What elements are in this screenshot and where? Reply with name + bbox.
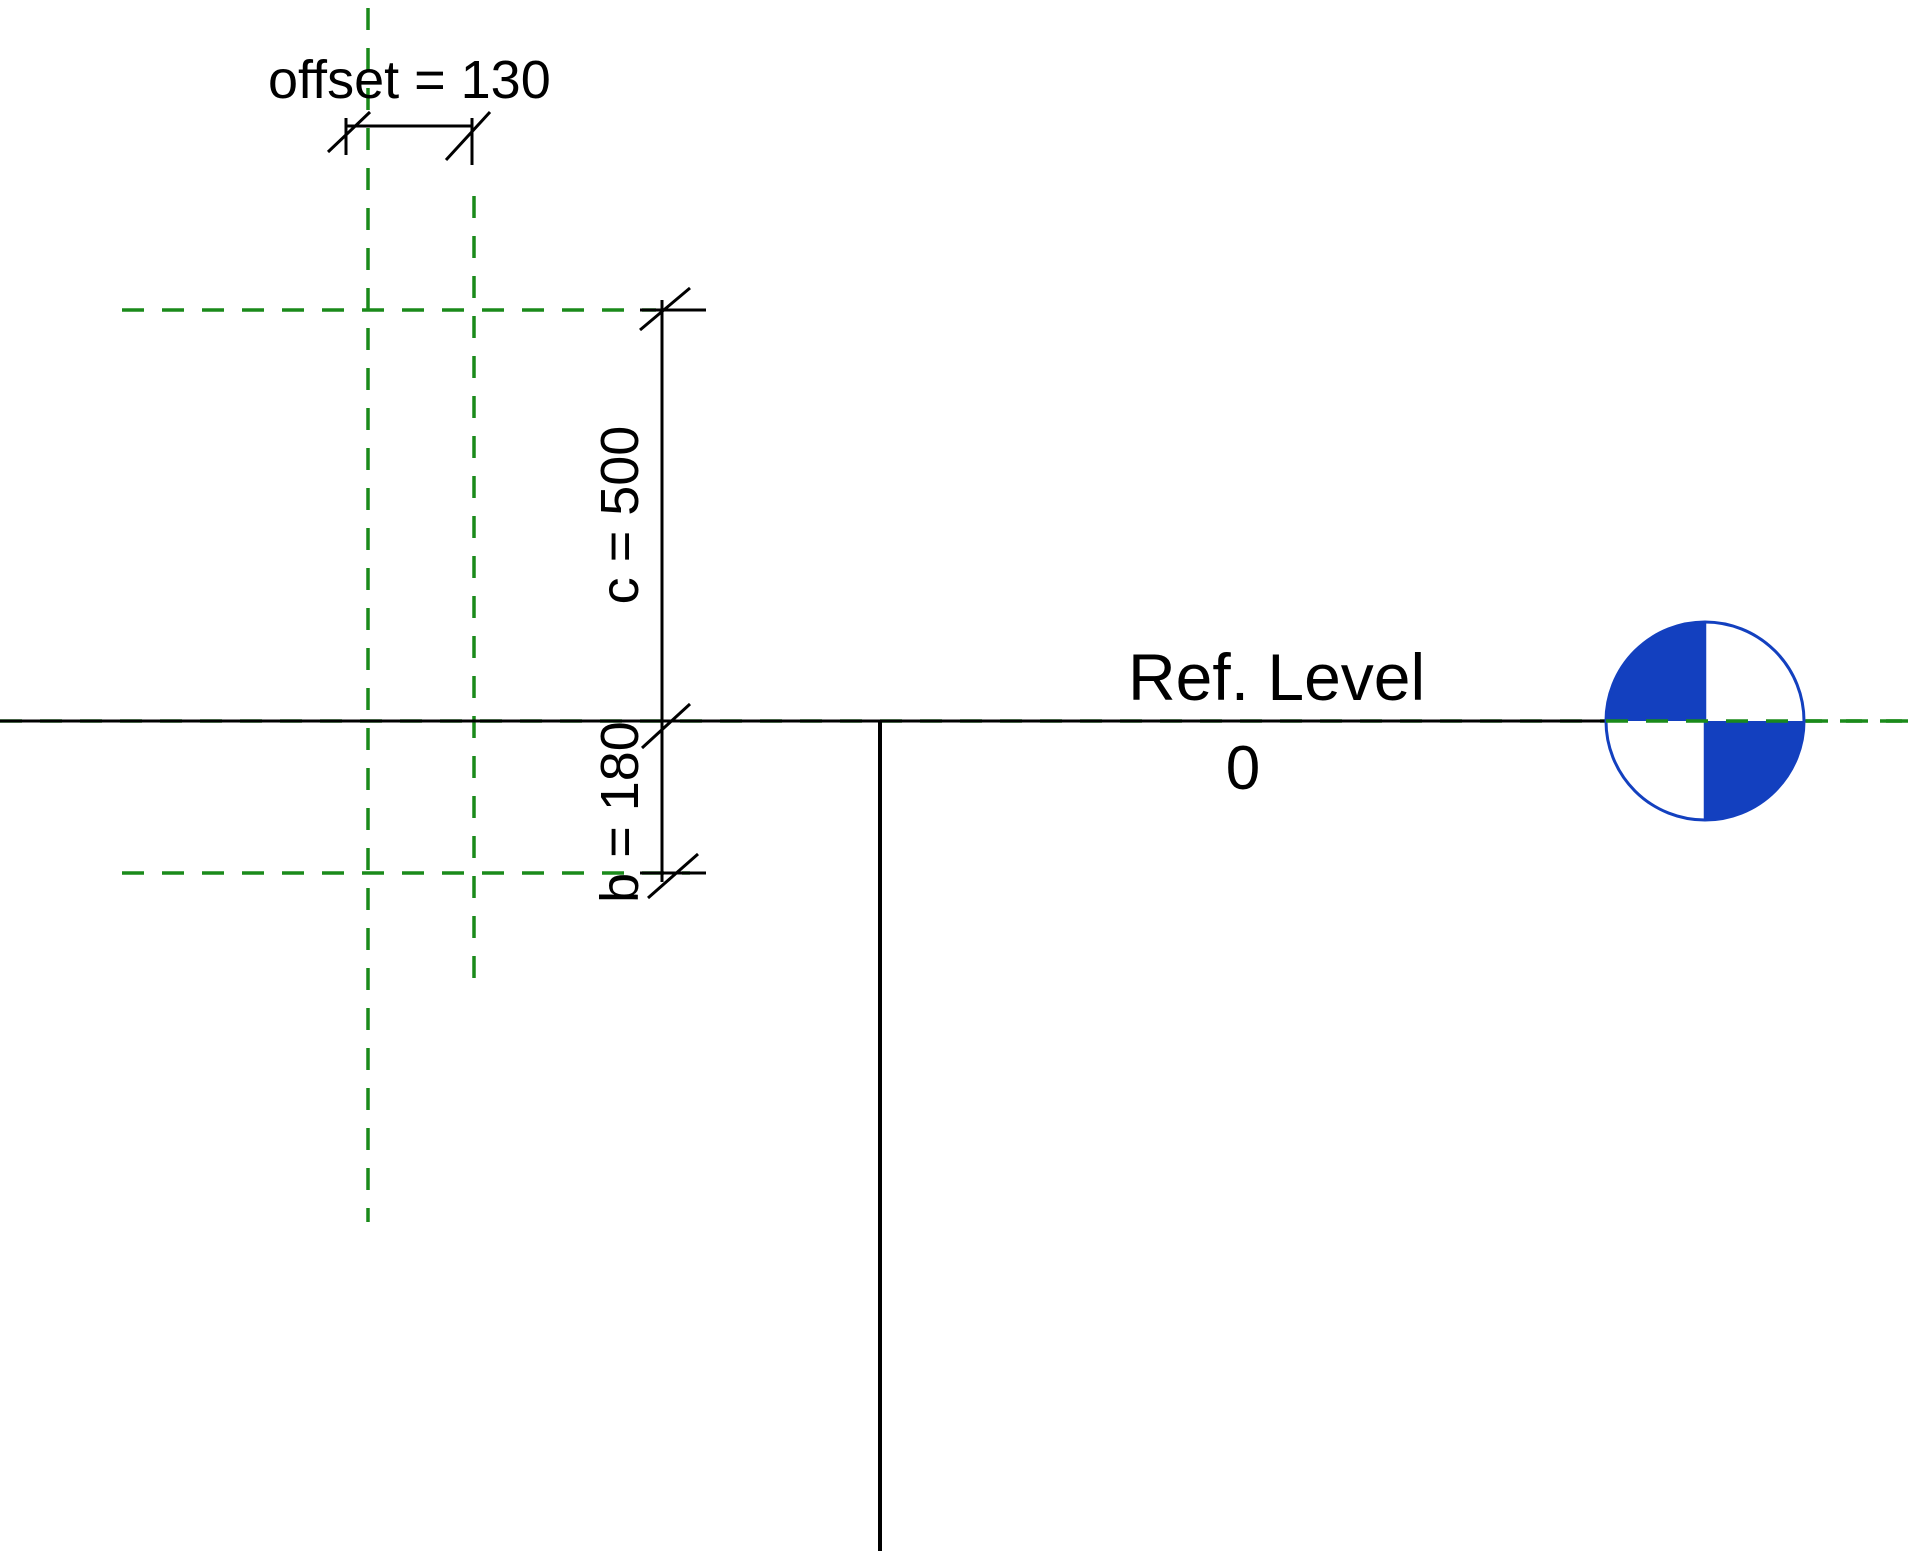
- dimension-offset-group[interactable]: offset = 130: [268, 50, 551, 165]
- level-head-group[interactable]: Ref. Level 0: [1128, 640, 1425, 803]
- geometry-lines-group[interactable]: [0, 719, 1700, 1551]
- offset-tick-right: [444, 110, 492, 162]
- vertical-tick-bottom: [647, 852, 699, 900]
- level-marker-quadrant-upper-left: [1606, 622, 1705, 721]
- level-marker-quadrant-lower-right: [1705, 721, 1804, 820]
- level-name-label[interactable]: Ref. Level: [1128, 640, 1425, 714]
- offset-tick-left: [326, 110, 372, 154]
- c-dimension-label[interactable]: c = 500: [590, 426, 650, 605]
- vertical-tick-top: [639, 286, 691, 332]
- level-marker-quadrant-upper-right: [1705, 622, 1804, 721]
- offset-dimension-label[interactable]: offset = 130: [268, 50, 551, 110]
- level-marker-quadrant-lower-left: [1606, 721, 1705, 820]
- dimension-vertical-group[interactable]: c = 500 b = 180: [590, 286, 706, 903]
- reference-planes-group[interactable]: [0, 8, 1920, 1222]
- vertical-tick-middle: [640, 702, 692, 750]
- level-elevation-label[interactable]: 0: [1226, 734, 1260, 803]
- level-marker-quadrant-circle[interactable]: [1604, 620, 1806, 822]
- b-dimension-label[interactable]: b = 180: [590, 721, 650, 903]
